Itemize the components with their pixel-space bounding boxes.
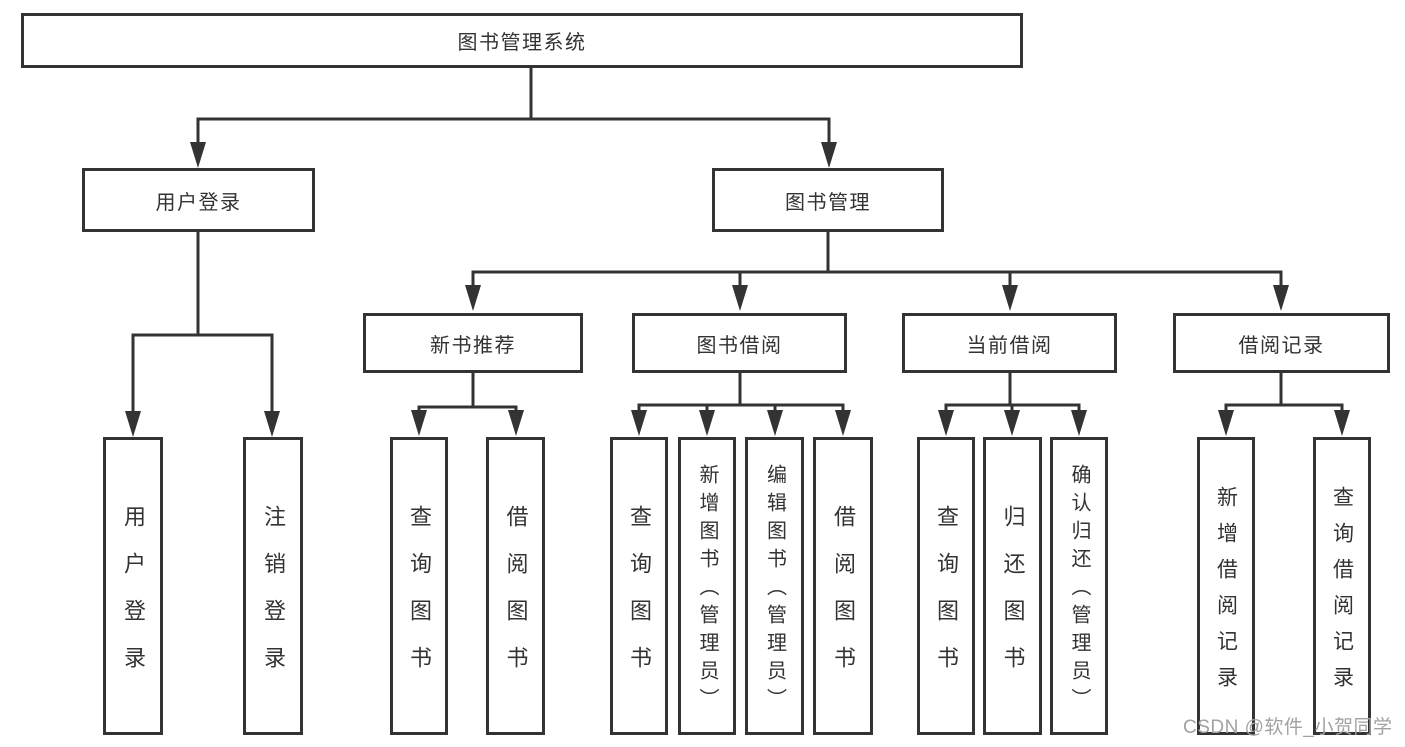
node-borrowing-records-label: 借阅记录 (1238, 334, 1325, 357)
leaf-query-books-recommend-label: 查询图书 (407, 504, 432, 693)
leaf-borrow-books-label: 借阅图书 (831, 504, 856, 693)
leaf-add-borrow-record: 新增借阅记录 (1197, 437, 1255, 735)
connector-book-borrow-branch (631, 371, 851, 436)
node-book-borrowing-label: 图书借阅 (696, 334, 783, 357)
leaf-add-borrow-record-label: 新增借阅记录 (1214, 485, 1238, 702)
node-current-borrowing-label: 当前借阅 (966, 334, 1053, 357)
leaf-borrow-books-recommend: 借阅图书 (486, 437, 545, 735)
leaf-add-book-admin-label: 新增图书（管理员） (696, 464, 718, 716)
leaf-logout-login: 注销登录 (243, 437, 303, 735)
csdn-watermark: CSDN @软件_小贺同学 (1183, 717, 1393, 738)
leaf-query-books-current: 查询图书 (917, 437, 975, 735)
leaf-confirm-return-admin-label: 确认归还（管理员） (1068, 464, 1090, 716)
leaf-edit-book-admin: 编辑图书（管理员） (745, 437, 804, 735)
node-user-login-label: 用户登录 (155, 191, 242, 214)
leaf-query-books-recommend: 查询图书 (390, 437, 448, 735)
node-book-management: 图书管理 (712, 168, 944, 232)
leaf-borrow-books: 借阅图书 (813, 437, 873, 735)
leaf-borrow-books-recommend-label: 借阅图书 (503, 504, 529, 693)
node-new-book-recommend: 新书推荐 (363, 313, 583, 373)
connector-current-borrow-branch (938, 371, 1087, 436)
leaf-add-book-admin: 新增图书（管理员） (678, 437, 736, 735)
connector-borrow-records-branch (1218, 371, 1350, 436)
leaf-user-login-label: 用户登录 (121, 504, 146, 693)
node-current-borrowing: 当前借阅 (902, 313, 1117, 373)
connector-user-login-branch (125, 230, 280, 437)
connector-new-rec-branch (411, 371, 524, 436)
leaf-return-books-label: 归还图书 (1000, 504, 1026, 693)
leaf-query-books-borrowing: 查询图书 (610, 437, 668, 735)
leaf-edit-book-admin-label: 编辑图书（管理员） (763, 464, 786, 716)
connector-root-to-level2 (190, 66, 837, 168)
leaf-confirm-return-admin: 确认归还（管理员） (1050, 437, 1108, 735)
node-library-system-label: 图书管理系统 (457, 32, 587, 54)
leaf-logout-login-label: 注销登录 (261, 504, 286, 693)
node-borrowing-records: 借阅记录 (1173, 313, 1390, 373)
node-new-book-recommend-label: 新书推荐 (430, 334, 516, 357)
leaf-query-borrow-record-label: 查询借阅记录 (1330, 485, 1354, 702)
connector-book-mgmt-to-level3 (465, 230, 1289, 311)
node-book-management-label: 图书管理 (785, 191, 871, 214)
node-library-system: 图书管理系统 (21, 13, 1023, 68)
leaf-query-books-borrowing-label: 查询图书 (627, 504, 652, 693)
node-user-login: 用户登录 (82, 168, 315, 232)
node-book-borrowing: 图书借阅 (632, 313, 847, 373)
leaf-return-books: 归还图书 (983, 437, 1042, 735)
leaf-query-borrow-record: 查询借阅记录 (1313, 437, 1371, 735)
leaf-user-login: 用户登录 (103, 437, 163, 735)
leaf-query-books-current-label: 查询图书 (934, 504, 959, 693)
